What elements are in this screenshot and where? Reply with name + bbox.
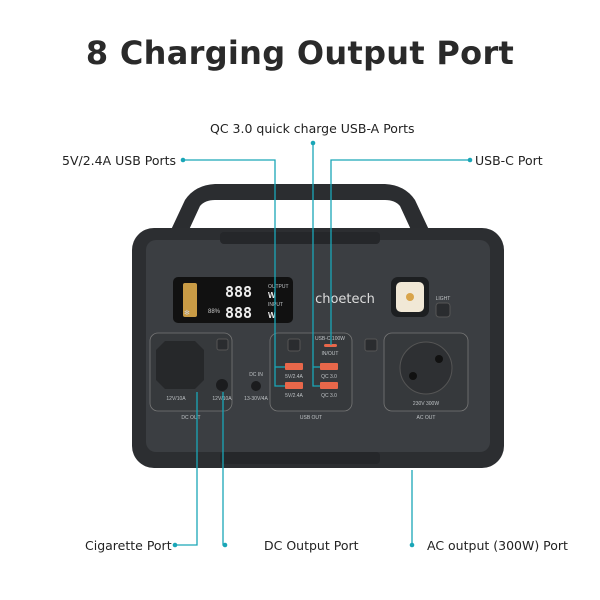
port-5v-1-label: 5V/2.4A [285,374,303,380]
cigarette-socket [156,341,204,389]
callout-cigarette: Cigarette Port [85,538,172,553]
usb-c-port [324,344,337,347]
ac-socket [399,341,453,395]
dc-in-jack [251,381,261,391]
light-label: LIGHT [436,296,451,302]
dc-out-label: DC OUT [181,415,200,421]
jack-rating: 12V/10A [212,396,232,402]
output-label: OUTPUT [268,284,289,290]
port-5v-2-label: 5V/2.4A [285,393,303,399]
input-digits: 888 [225,304,252,322]
callout-usb-5v: 5V/2.4A USB Ports [62,153,177,168]
page-title: 8 Charging Output Port [85,34,515,72]
usb-5v-port-1 [285,363,303,370]
callout-dots [172,140,473,548]
port-qc-1-label: QC 3.0 [321,374,337,380]
dc-in-label: DC IN [249,372,263,378]
unit-bottom: W [268,311,276,320]
snowflake-icon: ✻ [184,309,190,317]
usb-qc-port-2 [320,382,338,389]
battery-percent: 88% [208,309,221,315]
dc-in-rating: 13-30V/4A [244,396,268,402]
brand-logo: choetech [315,292,375,307]
ac-out-label: AC OUT [417,415,436,421]
callout-qc-usb-a: QC 3.0 quick charge USB-A Ports [210,121,415,136]
dc-out-power-button[interactable] [216,338,229,351]
usb-power-button[interactable] [287,338,301,352]
ac-power-button[interactable] [364,338,378,352]
callout-ac-output: AC output (300W) Port [427,538,568,553]
ac-rating: 230V 300W [413,401,439,407]
handle [170,184,430,232]
output-digits: 888 [225,283,252,301]
unit-top: W [268,291,276,300]
port-qc-2-label: QC 3.0 [321,393,337,399]
usb-5v-port-2 [285,382,303,389]
socket-rating: 12V/10A [166,396,186,402]
usb-c-label: USB-C 100W [315,336,345,342]
usb-qc-port-1 [320,363,338,370]
dc-jack [216,379,228,391]
callout-usb-c: USB-C Port [475,153,543,168]
usb-c-mode: IN/OUT [322,351,339,357]
light-button[interactable] [435,302,451,318]
usb-out-label: USB OUT [300,415,322,421]
callout-dc-output: DC Output Port [264,538,359,553]
